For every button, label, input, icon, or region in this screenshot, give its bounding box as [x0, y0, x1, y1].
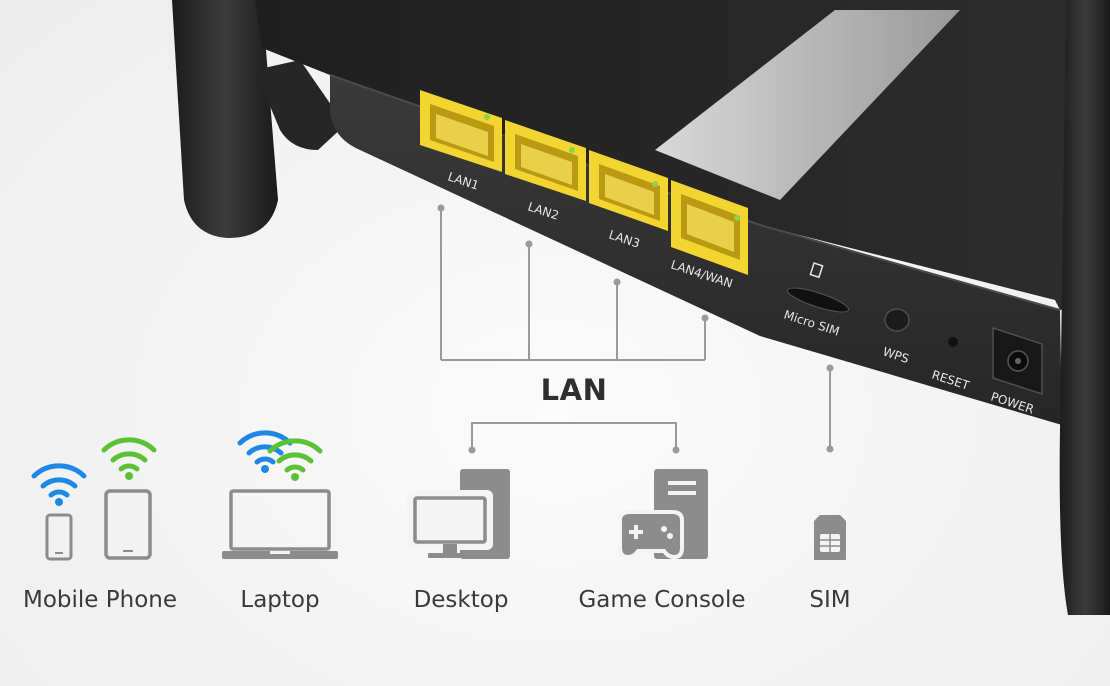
desktop-icon	[407, 469, 510, 559]
lan-title: LAN	[540, 373, 608, 407]
wps-button	[884, 308, 910, 332]
label-sim: SIM	[809, 587, 851, 613]
laptop-icon	[222, 430, 338, 559]
lan-ports	[420, 90, 748, 275]
label-laptop: Laptop	[240, 587, 320, 613]
port-lan2	[505, 120, 586, 201]
sim-icon	[814, 515, 846, 560]
label-mobile-phone: Mobile Phone	[22, 587, 178, 613]
wifi-blue-icon	[31, 463, 87, 498]
wifi-green-icon	[101, 437, 157, 472]
label-game-console: Game Console	[578, 587, 746, 613]
left-antenna	[172, 0, 345, 238]
port-lan1	[420, 90, 502, 172]
power-jack	[992, 326, 1043, 396]
game-console-icon	[618, 469, 708, 560]
mobile-tablet-icon	[31, 437, 157, 561]
label-desktop: Desktop	[413, 587, 509, 613]
connector-dots	[437, 204, 834, 454]
reset-hole	[948, 337, 958, 347]
port-lan3	[589, 150, 668, 231]
right-antenna	[1059, 0, 1110, 615]
connector-lines	[440, 208, 831, 450]
micro-sim-slot	[786, 262, 850, 313]
port-lan4-wan	[671, 180, 748, 275]
